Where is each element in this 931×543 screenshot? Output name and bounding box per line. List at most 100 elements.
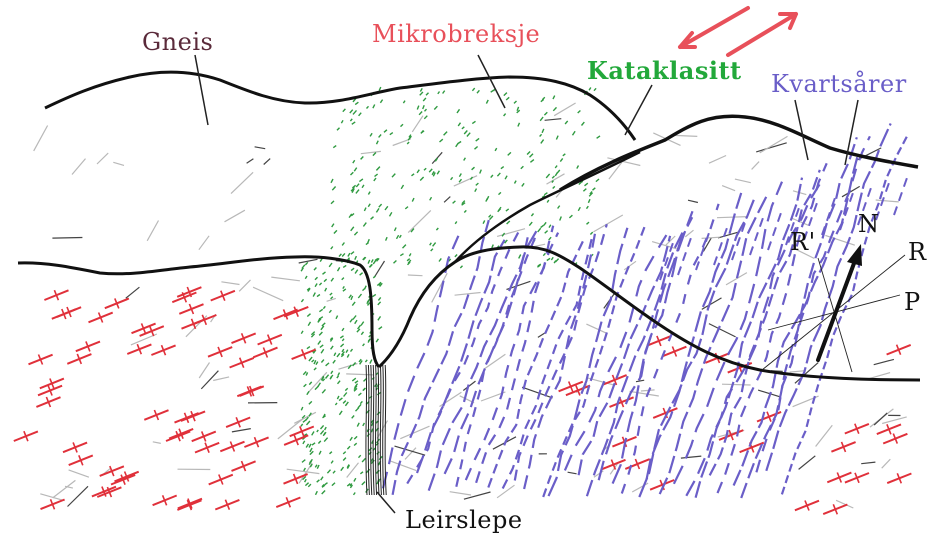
leirslepe-leader-line [377, 492, 395, 513]
gneiss-dash [641, 390, 655, 391]
cataclasite-dot [354, 443, 357, 445]
gneiss-dash [674, 135, 697, 136]
cataclasite-dot [337, 353, 340, 357]
cataclasite-dot [486, 100, 488, 104]
cataclasite-dot [343, 289, 346, 291]
gneiss-dash [790, 371, 806, 372]
gneiss-dash [299, 259, 318, 263]
cataclasite-dot [443, 91, 445, 94]
cataclasite-dot [545, 231, 548, 234]
gneiss-dash [374, 261, 384, 277]
cataclasite-dot [317, 295, 320, 297]
cataclasite-dot [483, 220, 485, 223]
cataclasite-dot [347, 354, 349, 357]
cataclasite-dot [307, 314, 310, 317]
cataclasite-dot [440, 139, 443, 142]
cataclasite-dot [397, 235, 399, 239]
cataclasite-dot [547, 258, 550, 260]
cataclasite-dot [342, 243, 344, 246]
cataclasite-dot [305, 483, 308, 486]
cataclasite-dot [339, 254, 341, 257]
gneiss-dash [390, 461, 417, 471]
quartz-vein [613, 211, 693, 483]
cataclasite-dot [363, 223, 366, 227]
cataclasite-dot [339, 411, 342, 415]
cataclasite-dot [350, 110, 353, 113]
compass-p-label: P [904, 290, 921, 314]
cataclasite-dot [378, 297, 380, 300]
cataclasite-dot [333, 471, 335, 474]
quartz-vein [417, 240, 505, 473]
cataclasite-dot [405, 207, 408, 209]
cataclasite-dot [401, 185, 403, 189]
cataclasite-dot [327, 470, 330, 474]
cataclasite-dot [315, 284, 317, 287]
cataclasite-dot [343, 109, 346, 112]
cataclasite-dot [363, 423, 365, 426]
cataclasite-dot [351, 296, 353, 300]
cataclasite-dot [578, 111, 581, 114]
cataclasite-dot [368, 339, 370, 341]
clay-gouge-strand [383, 365, 384, 495]
cataclasite-dot [378, 316, 381, 320]
cataclasite-dot [334, 230, 337, 233]
cataclasite-dot [303, 441, 305, 444]
cataclasite-dot [540, 117, 543, 121]
cataclasite-dot [543, 253, 545, 255]
cataclasite-dot [331, 375, 333, 378]
cataclasite-dot [376, 208, 379, 212]
upper-right-surface-line [560, 116, 918, 190]
cataclasite-dot [437, 171, 439, 175]
cataclasite-dot [359, 113, 362, 116]
cataclasite-dot [342, 349, 344, 352]
cataclasite-dot [480, 170, 482, 174]
cataclasite-dot [367, 106, 369, 108]
cataclasite-dot [337, 128, 340, 131]
cataclasite-dot [444, 132, 448, 136]
cataclasite-dot [368, 192, 370, 195]
gneiss-dash [717, 217, 747, 218]
gneiss-texture [34, 103, 907, 508]
cataclasite-dot [375, 174, 378, 176]
gneiss-dash [72, 159, 86, 175]
clay-gouge-strand [380, 365, 381, 495]
cataclasite-dot [344, 393, 347, 397]
gneiss-dash [69, 470, 89, 477]
cataclasite-dot [377, 141, 379, 145]
cataclasite-dot [338, 267, 340, 271]
cataclasite-dot [459, 179, 461, 182]
cataclasite-dot [342, 328, 344, 331]
cataclasite-dot [358, 294, 361, 298]
cataclasite-dot [552, 176, 554, 178]
cataclasite-dot [373, 260, 376, 264]
cataclasite-dot [453, 201, 456, 204]
cataclasite-dot [301, 331, 303, 334]
cataclasite-dot [337, 396, 339, 399]
cataclasite-dot [424, 116, 427, 119]
cataclasite-dot [354, 436, 357, 439]
kataklasitt-dots [301, 87, 600, 495]
cataclasite-dot [555, 172, 557, 176]
gneiss-dash [795, 363, 818, 384]
cataclasite-dot [529, 222, 532, 226]
cataclasite-dot [355, 270, 358, 274]
sense-arrow-lower [680, 8, 748, 47]
upper-surface-line [45, 72, 635, 140]
cataclasite-dot [504, 93, 507, 96]
cataclasite-dot [369, 335, 371, 337]
cataclasite-dot [555, 166, 557, 168]
cataclasite-dot [355, 102, 358, 104]
gneiss-dash [232, 429, 251, 432]
cataclasite-dot [356, 190, 359, 194]
clay-gouge-strand [366, 365, 367, 495]
cataclasite-dot [577, 166, 579, 169]
cataclasite-dot [436, 228, 438, 230]
cataclasite-dot [337, 376, 339, 378]
cataclasite-dot [322, 389, 325, 393]
cataclasite-dot [384, 130, 387, 133]
cataclasite-dot [361, 332, 363, 335]
cataclasite-dot [307, 391, 309, 395]
cataclasite-dot [403, 101, 405, 104]
cataclasite-dot [318, 341, 321, 345]
cataclasite-dot [301, 424, 303, 426]
